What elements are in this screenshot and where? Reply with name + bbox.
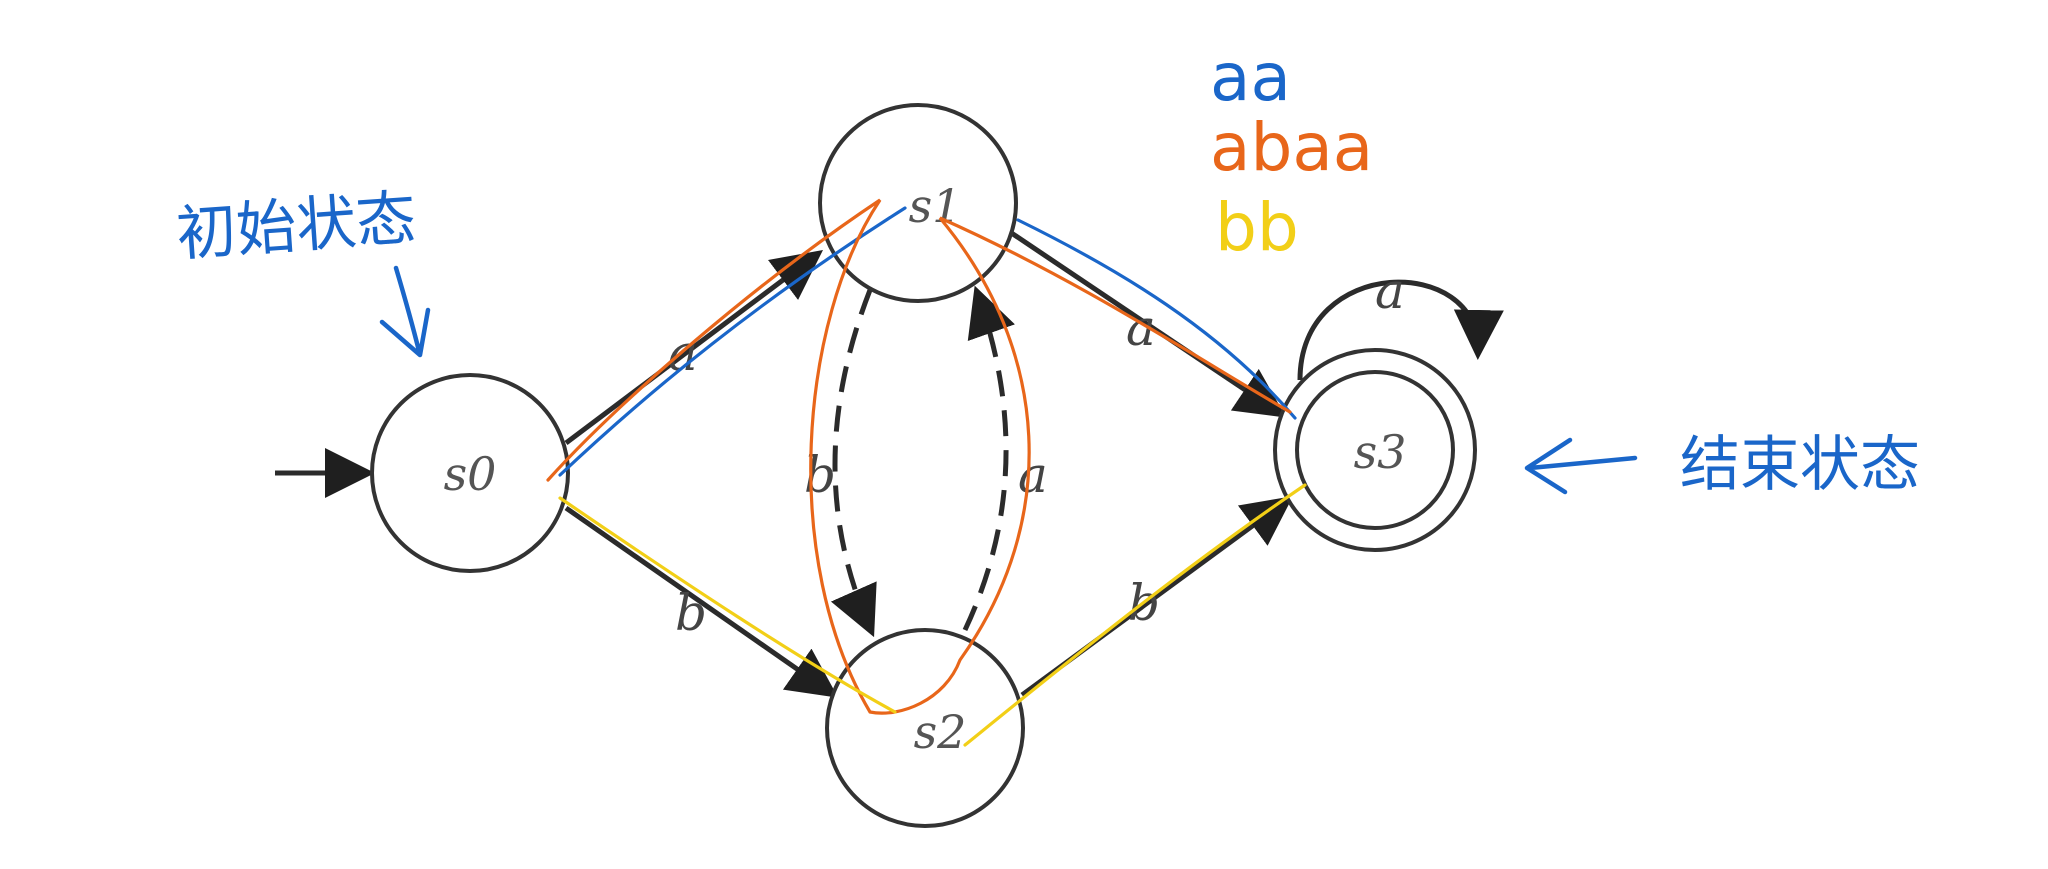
path-legend: aa abaa bb [1210, 39, 1373, 266]
start-state-annotation: 初始状态 [174, 183, 431, 358]
edge-s2-s1 [962, 285, 1015, 632]
state-label-s3: s3 [1354, 425, 1407, 479]
edge-s0-s1 [564, 249, 823, 445]
edge-s3-loop [1297, 279, 1504, 381]
edge-label-s2-s1: a [1018, 446, 1048, 504]
edge-label-s1-s2: b [804, 446, 836, 504]
state-label-s0: s0 [444, 447, 497, 501]
state-s3-accepting: s3 [1273, 348, 1477, 552]
down-arrow-icon [379, 265, 431, 358]
highlight-path-abaa [546, 198, 1292, 715]
end-state-annotation: 结束状态 [1524, 430, 1920, 500]
edge-label-s3-loop: a [1375, 262, 1405, 320]
legend-bb: bb [1215, 189, 1299, 266]
state-s2: s2 [825, 628, 1025, 828]
state-s0: s0 [370, 373, 570, 573]
edge-s1-s2 [830, 289, 877, 638]
edge-s0-s2 [564, 505, 839, 698]
end-state-label: 结束状态 [1680, 430, 1920, 500]
legend-abaa: abaa [1210, 109, 1373, 186]
start-state-label: 初始状态 [174, 183, 418, 270]
highlight-path-aa [558, 206, 1297, 477]
state-label-s2: s2 [914, 705, 967, 759]
legend-aa: aa [1210, 39, 1291, 116]
left-arrow-icon [1524, 437, 1638, 495]
state-s1: s1 [818, 103, 1018, 303]
edge-s1-s3 [1008, 229, 1287, 418]
highlight-path-bb [558, 483, 1307, 747]
